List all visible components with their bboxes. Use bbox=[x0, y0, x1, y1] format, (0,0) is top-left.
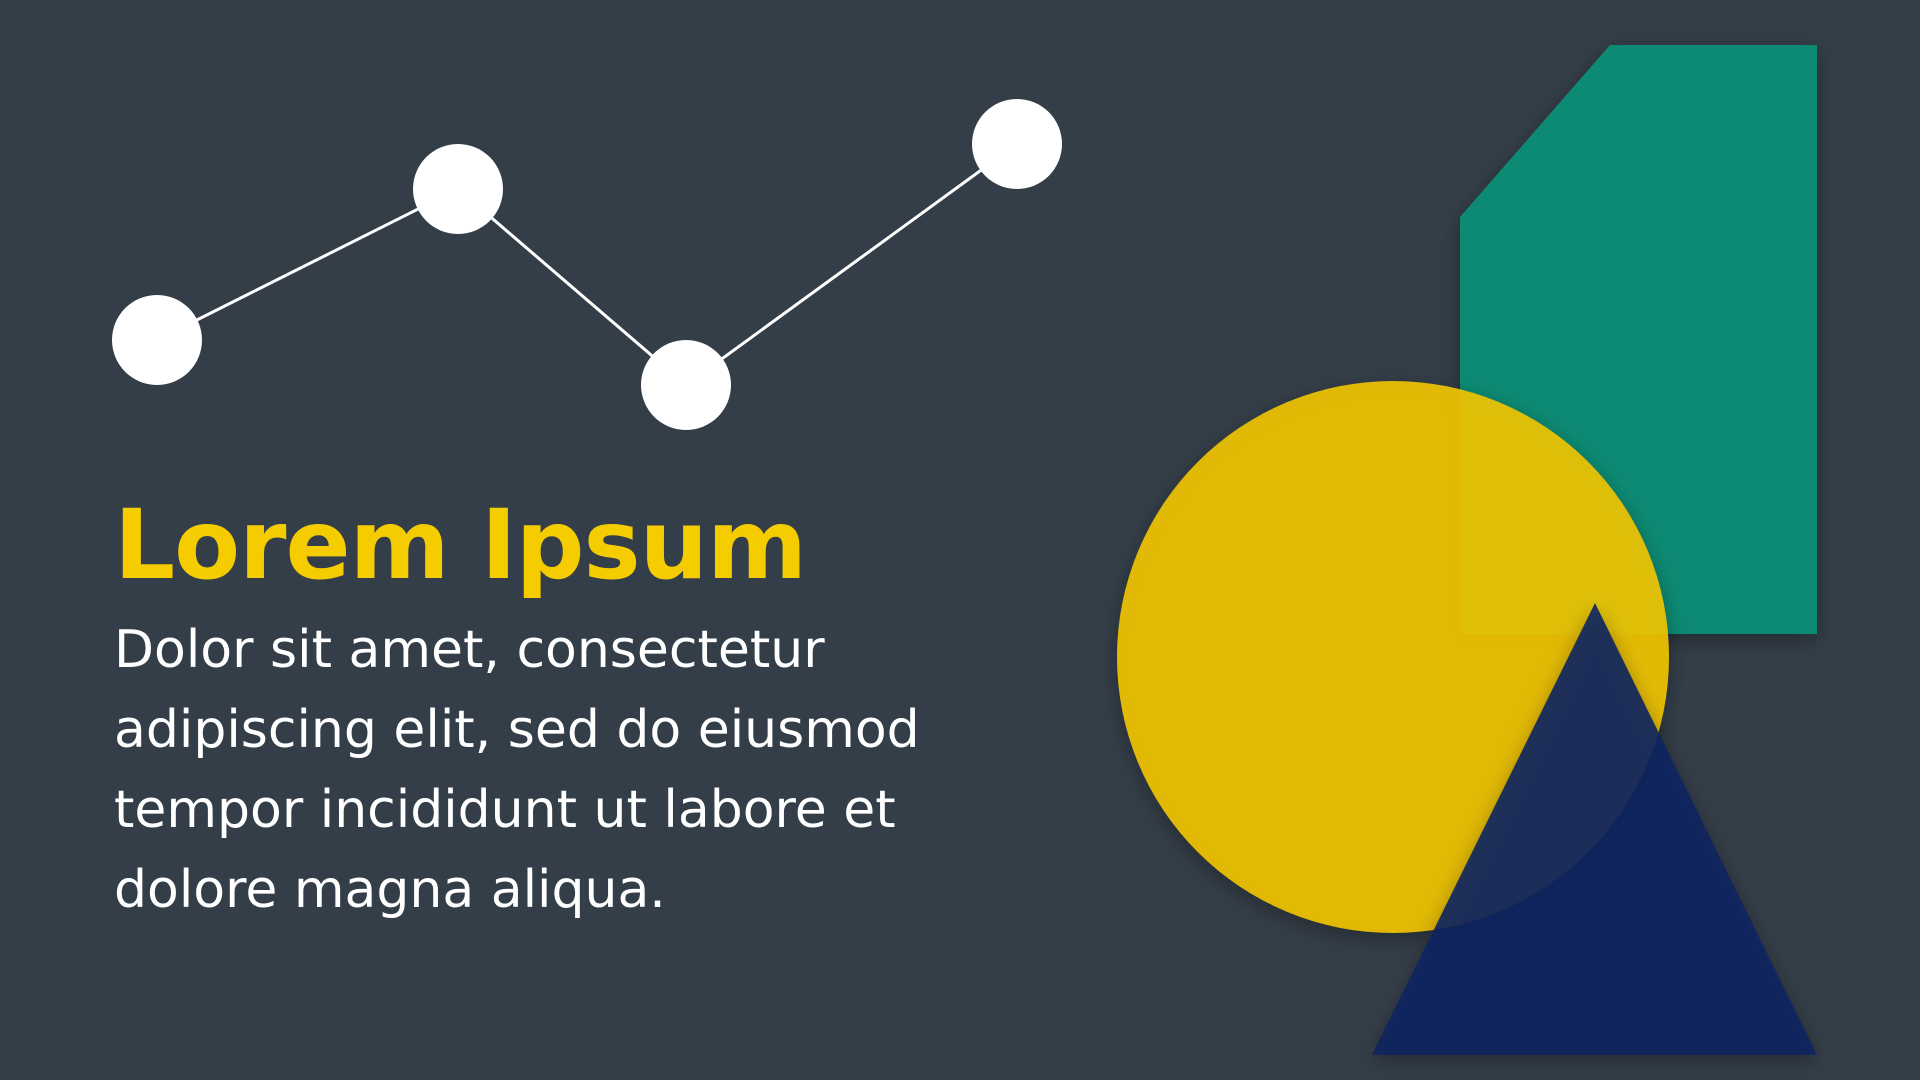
graph-dot-3 bbox=[641, 340, 731, 430]
graph-connector-line bbox=[156, 142, 1018, 387]
line-graph-icon bbox=[112, 99, 1062, 430]
graph-dot-2 bbox=[413, 144, 503, 234]
decorative-shapes bbox=[1117, 45, 1817, 1055]
text-block: Lorem Ipsum Dolor sit amet, consectetur … bbox=[114, 495, 1014, 930]
graph-dot-1 bbox=[112, 295, 202, 385]
slide-body-text: Dolor sit amet, consectetur adipiscing e… bbox=[114, 619, 920, 920]
slide-title: Lorem Ipsum bbox=[114, 489, 807, 601]
graph-dot-4 bbox=[972, 99, 1062, 189]
blue-triangle bbox=[1372, 603, 1817, 1055]
